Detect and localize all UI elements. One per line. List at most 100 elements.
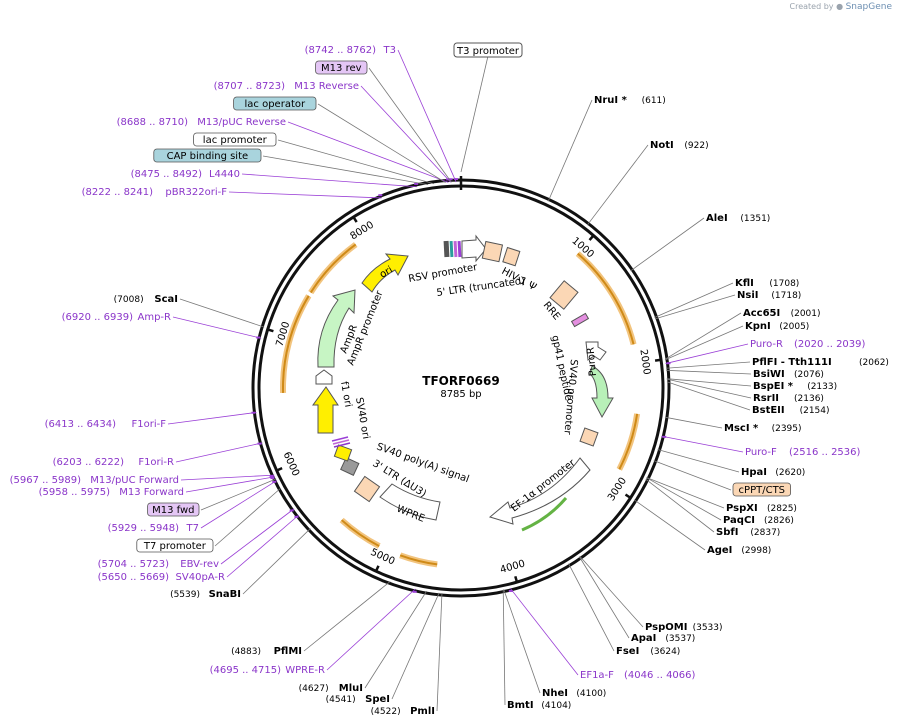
label-cppt-cts: cPPT/CTS [732,482,791,497]
label-box [136,538,214,553]
primer-mark [269,475,274,478]
primer-mark [289,509,294,512]
label-wpre-r: WPRE-R(4695 .. 4715) [210,665,325,676]
hiv-psi-box [502,246,521,267]
orange-arc-line [309,243,357,294]
label-noti: NotI(922) [650,140,709,151]
label-m13-forward: M13 Forward (5958 .. 5975) [39,487,184,498]
label-t7-promoter: T7 promoter [136,538,214,553]
label-pos: (6920 .. 6939) [62,312,134,323]
label-name: pBR322ori-F [165,187,227,198]
label-name: KflI [735,278,754,289]
leader-pbr322ori-f [228,191,382,199]
rsv-promoter-arrow [461,234,487,263]
leader-nrui [547,99,593,202]
label-box [315,60,368,75]
label-pos: (4627) [299,684,329,694]
label-name: Acc65I [743,308,780,319]
label-name: M13 Forward [119,487,184,498]
leader-pflfi-tth111i [666,361,751,369]
label-pos: (2516 .. 2536) [789,447,861,458]
inner-label-puror: PuroR [585,347,599,377]
label-name: SbfI [716,527,738,538]
label-kpni: KpnI(2005) [745,321,809,332]
tick-mark [275,466,283,473]
leader-scai [179,298,265,328]
label-pos: (2136) [794,394,824,404]
label-pos: (611) [642,96,666,106]
label-box [153,148,262,163]
label-name: PspOMI [645,622,687,633]
label-pos: (1708) [769,279,799,289]
label-ef1a-f: EF1a-F(4046 .. 4066) [580,670,696,681]
label-pos: (5539) [170,590,200,600]
leader-pspomi [579,556,644,628]
puror-arrow [589,365,614,419]
label-nhei: NheI(4100) [542,688,606,699]
label-name: AleI [706,213,728,224]
primer-mark [448,178,453,181]
leader-bspei [666,378,752,387]
label-name: SpeI [365,694,390,705]
label-kfli: KflI (1708) [735,278,799,289]
label-pos: (8222 .. 8241) [82,187,154,198]
leader-nhei [503,589,541,694]
label-pos: (3533) [693,623,723,633]
label-pos: (2001) [791,309,821,319]
label-box [193,132,277,147]
inner-label-f1-ori: f1 ori [338,381,353,409]
label-pos: (8475 .. 8492) [131,169,203,180]
label-pos: (5958 .. 5975) [39,487,111,498]
leader-m13-puc-reverse [287,121,449,183]
label-name: M13 Reverse [294,81,359,92]
label-name: BsiWI [753,369,785,380]
label-pos: (2076) [794,370,824,380]
label-text: M13 fwd [152,505,194,516]
labels: NruI *(611)NotI(922)AleI(1351)KflI(1708)… [10,45,889,717]
primer-mark [378,194,383,197]
leader-m13-forward [185,476,276,493]
tick-mark [654,358,663,362]
primer-mark [270,477,275,480]
t3-promoter-box [453,42,523,58]
tick-label: 6000 [281,450,301,478]
label-acc65i: Acc65I (2001) [743,308,821,319]
label-sbfi: SbfI (2837) [716,527,780,538]
label-name: BstEII [752,405,785,416]
rsv-promoter-block-2 [449,240,454,258]
label-text: cPPT/CTS [739,485,785,496]
label-name: T7 [186,523,199,534]
label-pos: (2062) [859,358,889,368]
label-name: BspEI * [753,381,794,392]
label-name: HpaI [741,467,767,478]
label-pos: (2837) [750,528,780,538]
inner-label-sv40-ori: SV40 ori [353,397,371,440]
label-spei: SpeI(4541) [326,694,390,705]
label-bsteii: BstEII(2154) [752,405,830,416]
label-pos: (2998) [741,546,771,556]
label-name: Puro-R [750,339,783,350]
inner-labels: RSV promoter 5' LTR (truncated) HIV-1 Ψ … [338,262,599,525]
label-apai: ApaI(3537) [631,633,695,644]
label-pos: (4100) [576,689,606,699]
leader-bmti [502,589,506,706]
label-name: M13/pUC Reverse [197,117,286,128]
label-text: T7 promoter [143,541,207,552]
sv40-polya-block [340,456,360,476]
t3-promoter-leader [460,55,489,173]
primer-mark [508,589,513,592]
primer-mark [414,182,419,185]
label-name: EF1a-F [580,670,614,681]
leader-lines [167,49,752,712]
label-name: EBV-rev [180,559,219,570]
label-pos: (2020 .. 2039) [794,339,866,350]
label-pos: (2005) [779,322,809,332]
leader-acc65i [664,312,742,360]
label-text: CAP binding site [167,151,249,162]
label-puro-r: Puro-R (2020 .. 2039) [750,339,866,350]
label-box [732,482,791,497]
primer-mark [251,411,256,414]
ori-arrow [361,253,409,293]
tick-mark [374,565,380,573]
label-pos: (2395) [772,424,802,434]
